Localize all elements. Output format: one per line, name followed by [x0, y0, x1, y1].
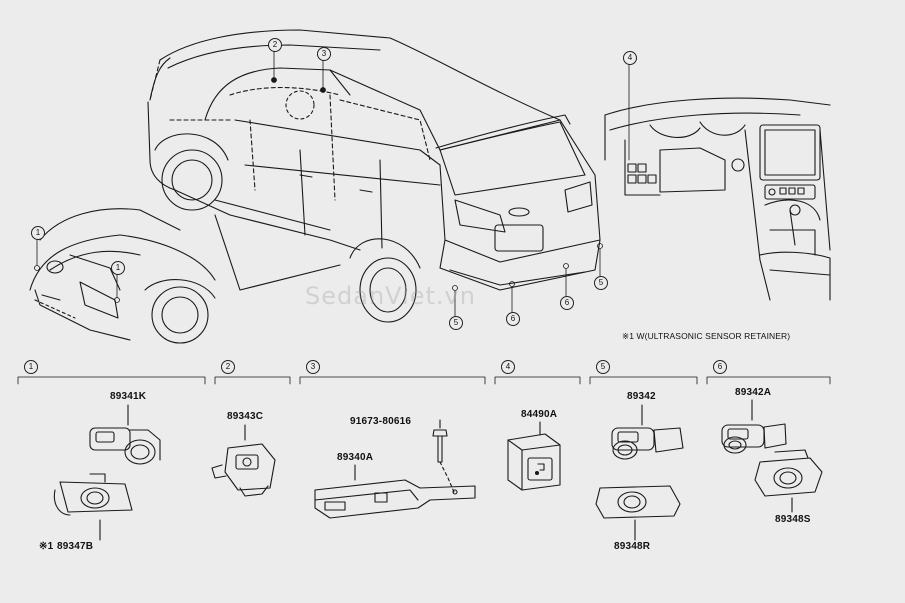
callout-6-marker-left: 6	[506, 312, 520, 326]
group-3-header: 3	[306, 360, 320, 374]
group-6-header: 6	[713, 360, 727, 374]
part-label-89342A: 89342A	[735, 387, 772, 398]
sensor-89341K-illustration	[89, 404, 161, 465]
sensor-89342A-illustration	[721, 399, 787, 454]
callout-1-marker-left: 1	[31, 226, 45, 240]
part-label-89340A: 89340A	[337, 452, 374, 463]
callout-leaders	[34, 49, 630, 317]
part-label-91673-80616: 91673-80616	[350, 416, 412, 427]
callout-5-marker-side: 5	[594, 276, 608, 290]
part-label-89341K: 89341K	[110, 391, 147, 402]
callout-2-marker: 2	[268, 38, 282, 52]
suv-rear-view-illustration	[147, 29, 601, 323]
group-5-header: 5	[596, 360, 610, 374]
part-label-89348S: 89348S	[775, 514, 811, 525]
part-label-89347B-mark: ※1	[39, 541, 54, 552]
front-bumper-detail-illustration	[29, 208, 216, 344]
retainer-89347B-illustration	[53, 473, 133, 541]
callout-4-marker: 4	[623, 51, 637, 65]
group-1-header: 1	[24, 360, 38, 374]
group-brackets	[17, 376, 831, 385]
bracket-89340A-illustration	[314, 464, 476, 519]
sensor-89342-illustration	[611, 404, 684, 460]
retainer-89348R-illustration	[595, 485, 681, 541]
bolt-91673-80616-illustration	[432, 419, 455, 493]
watermark: SedanViet.vn	[305, 282, 476, 310]
part-label-89343C: 89343C	[227, 411, 264, 422]
switch-84490A-illustration	[507, 421, 561, 491]
footnote-ultrasonic-sensor-retainer: ※1 W(ULTRASONIC SENSOR RETAINER)	[622, 331, 791, 341]
callout-3-marker: 3	[317, 47, 331, 61]
part-label-89348R: 89348R	[614, 541, 651, 552]
part-label-84490A: 84490A	[521, 409, 558, 420]
group-2-header: 2	[221, 360, 235, 374]
dashboard-detail-illustration	[604, 97, 831, 301]
part-label-89342: 89342	[627, 391, 656, 402]
sensor-89343C-illustration	[211, 424, 276, 497]
part-label-89347B: 89347B	[57, 541, 94, 552]
retainer-89348S-illustration	[754, 449, 823, 513]
callout-6-marker-right: 6	[560, 296, 574, 310]
callout-5-marker-bumper: 5	[449, 316, 463, 330]
callout-1-marker-right: 1	[111, 261, 125, 275]
group-4-header: 4	[501, 360, 515, 374]
